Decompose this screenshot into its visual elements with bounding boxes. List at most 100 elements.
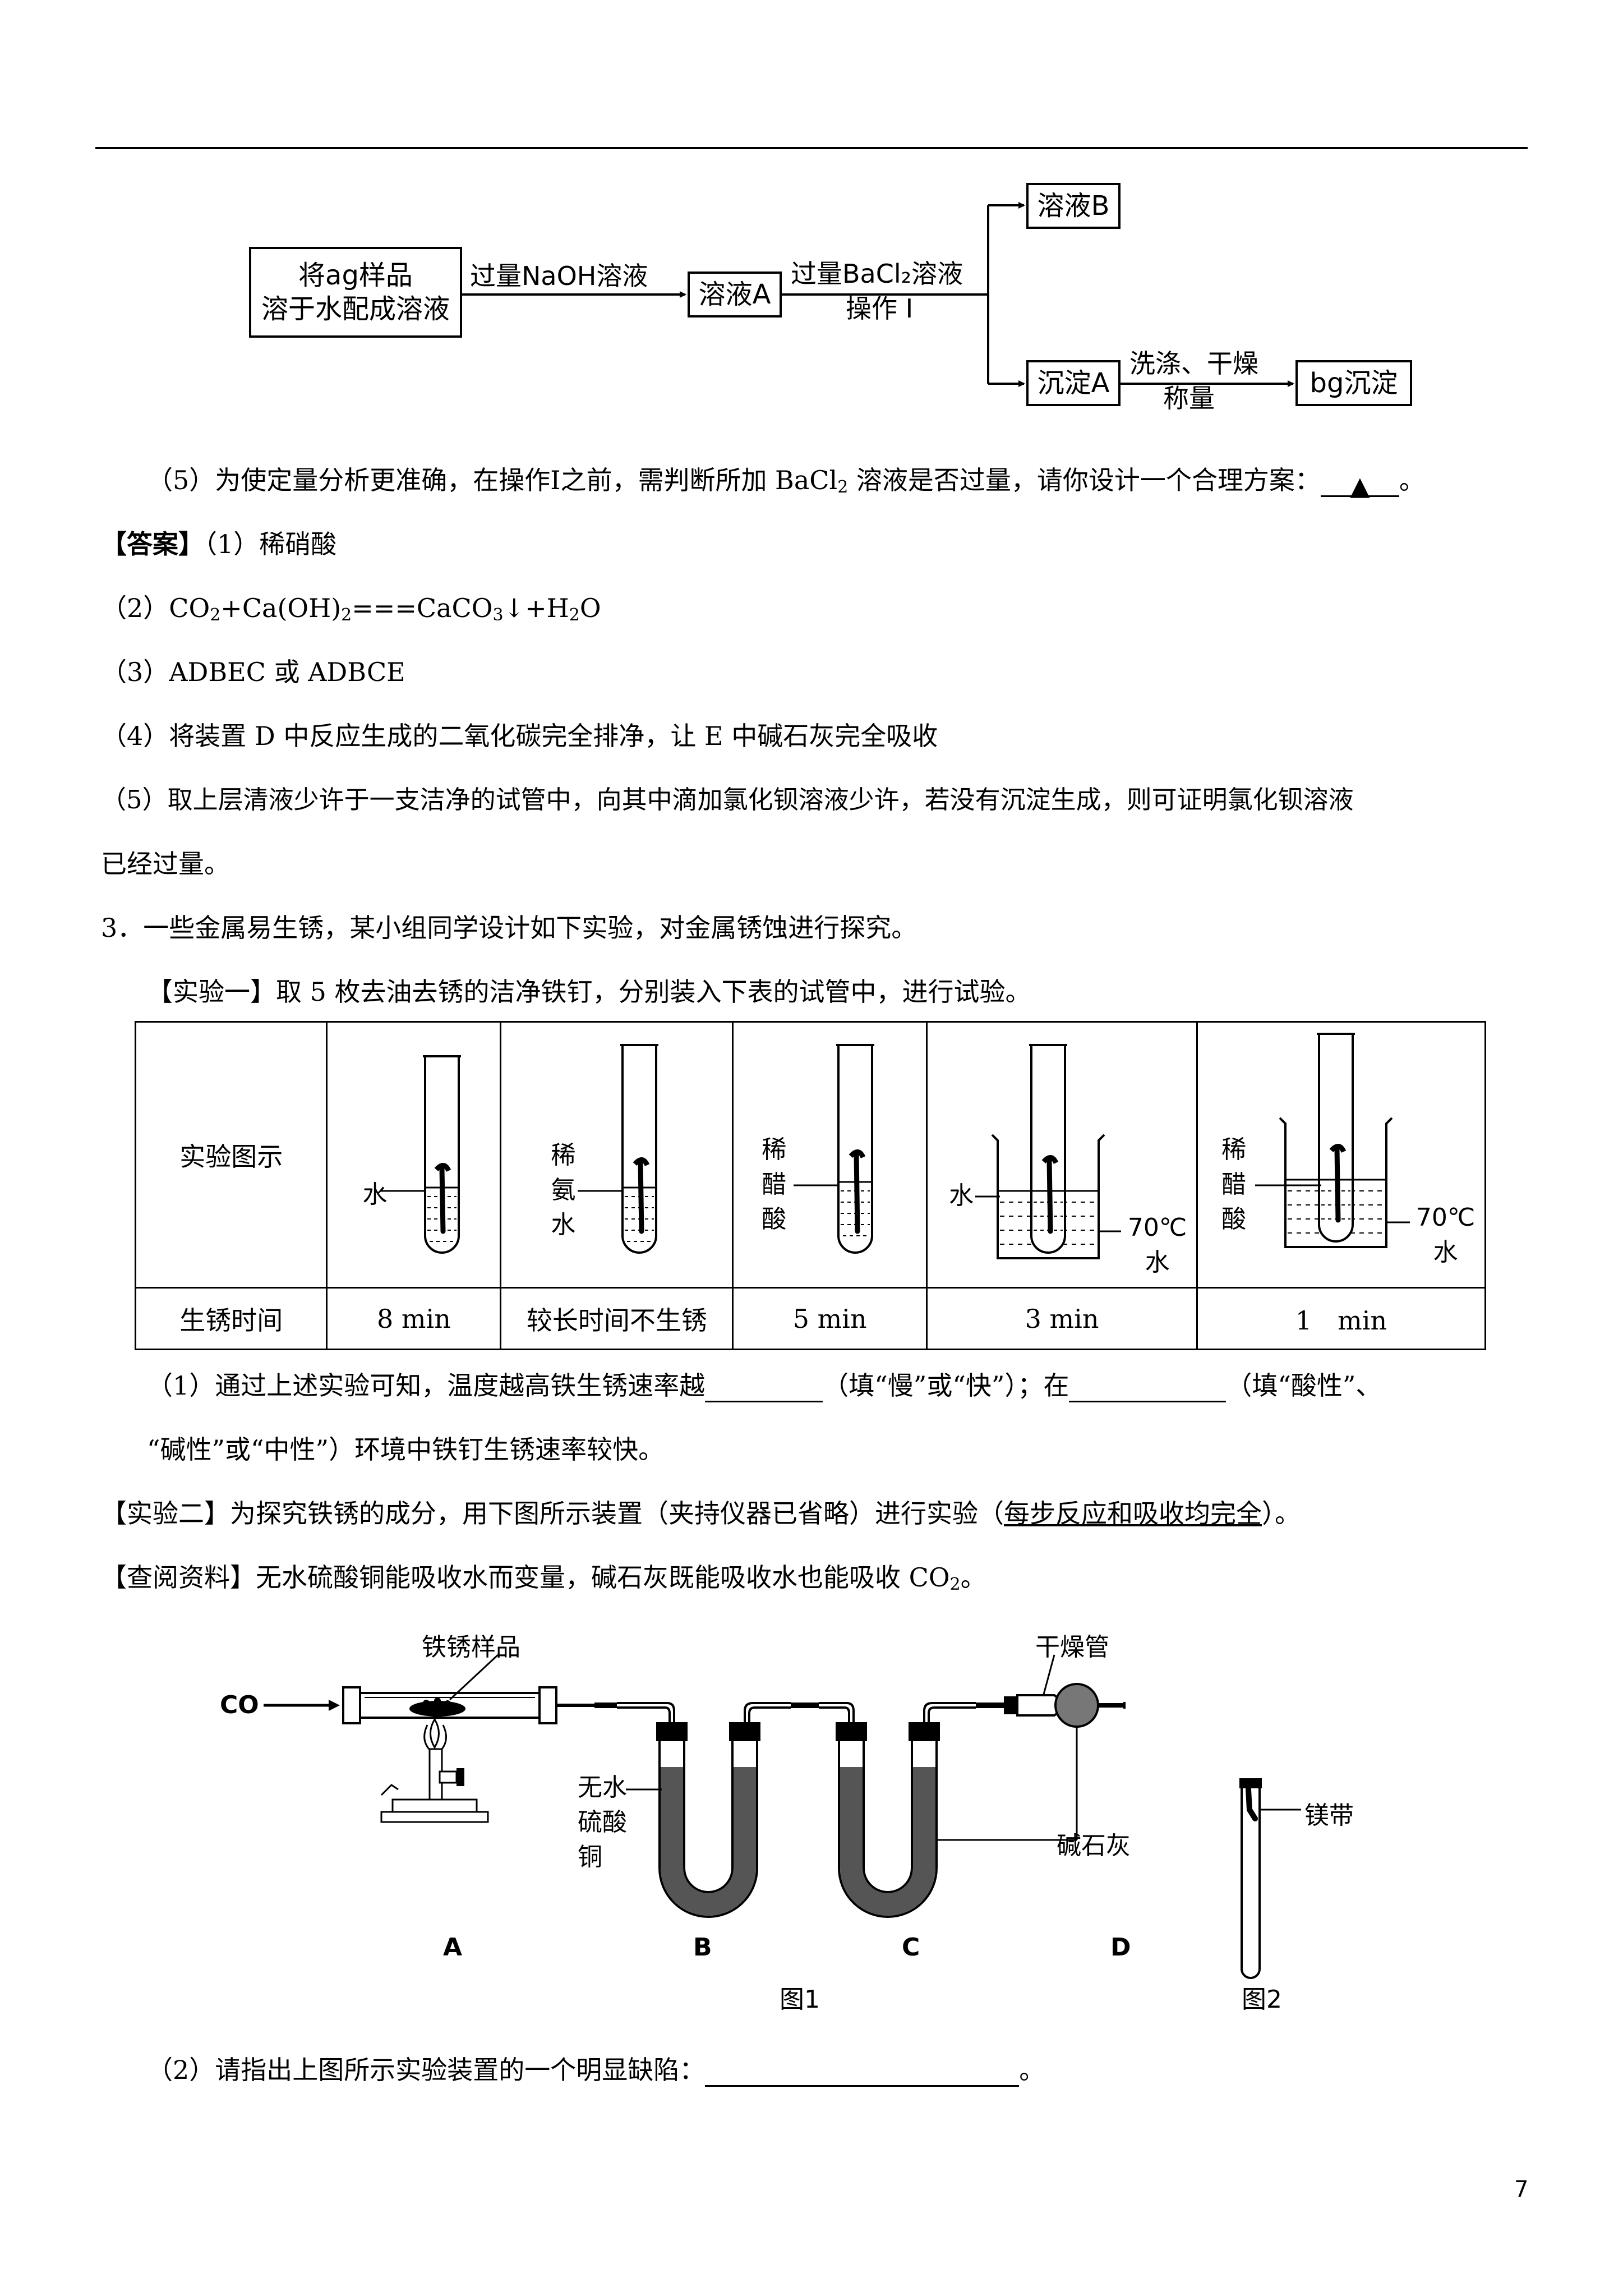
label-c: C	[902, 1933, 920, 1962]
tube-cell-1: 水	[326, 1021, 502, 1289]
tube-acetic-diagram	[793, 1044, 874, 1254]
answer-2: （2）CO2+Ca(OH)2===CaCO3↓+H2O	[101, 591, 601, 625]
q5-marker: ▲	[1350, 471, 1370, 501]
a2-s2: 2	[341, 605, 352, 625]
figure-2-label: 图2	[1242, 1985, 1282, 2014]
label-b: B	[693, 1933, 712, 1962]
dry-tube-label: 干燥管	[1035, 1633, 1109, 1662]
arrow2-label-1: 过量BaCl₂溶液	[791, 259, 963, 289]
acetic-label-1: 稀	[762, 1135, 787, 1164]
solution-a-box: 溶液A	[688, 272, 782, 318]
time-cell-4: 3 min	[926, 1287, 1198, 1350]
water70-label-2: 70℃水	[1415, 1203, 1476, 1267]
sample-box: 将ag样品 溶于水配成溶液	[249, 247, 462, 338]
arrow2-label-2: 操作 I	[846, 293, 914, 324]
q5-suffix: 溶液是否过量，请你设计一个合理方案：	[848, 465, 1321, 495]
row2-header-text: 生锈时间	[179, 1305, 283, 1336]
time-cell-3: 5 min	[732, 1287, 928, 1350]
ref-b: 。	[960, 1562, 986, 1593]
acetic-label-5: 醋	[1221, 1170, 1247, 1199]
question-5: （5）为使定量分析更准确，在操作Ⅰ之前，需判断所加 BaCl2 溶液是否过量，请…	[147, 463, 1425, 501]
ammonia-label-3: 水	[551, 1211, 576, 1239]
sub-question-1-line2: “碱性”或“中性”）环境中铁钉生锈速率较快。	[147, 1434, 665, 1465]
sub1-b: （填“慢”或“快”）；在	[823, 1370, 1069, 1401]
solution-a-label: 溶液A	[698, 279, 771, 310]
rust-sample-label: 铁锈样品	[422, 1633, 520, 1662]
apparatus-figure	[264, 1654, 1301, 1979]
time-cell-2: 较长时间不生锈	[500, 1287, 734, 1350]
flow-arrows	[462, 202, 1294, 387]
precipitate-a-box: 沉淀A	[1026, 360, 1121, 406]
a2-p4: ↓+H	[503, 593, 569, 623]
experiment-1-text: 【实验一】取 5 枚去油去锈的洁净铁钉，分别装入下表的试管中，进行试验。	[147, 977, 1031, 1007]
mg-ribbon-label: 镁带	[1304, 1801, 1354, 1830]
table-header-diagram: 实验图示	[134, 1021, 328, 1289]
water-label-2: 水	[949, 1181, 974, 1210]
beaker-acetic-diagram	[1255, 1033, 1410, 1248]
exp2-underlined: 每步反应和吸收均完全	[1004, 1498, 1262, 1529]
row1-header-text: 实验图示	[179, 1141, 283, 1172]
question-3-intro: 3．一些金属易生锈，某小组同学设计如下实验，对金属锈蚀进行探究。	[101, 913, 917, 943]
sub1-a: （1）通过上述实验可知，温度越高铁生锈速率越	[147, 1370, 706, 1401]
a2-s4: 2	[569, 605, 580, 625]
sub2-b: 。	[1019, 2055, 1045, 2085]
acetic-label-4: 稀	[1221, 1135, 1247, 1164]
header-rule	[95, 147, 1528, 149]
answer-5-line2: 已经过量。	[101, 849, 230, 879]
label-d: D	[1110, 1933, 1131, 1962]
arrow3-label-1: 洗涤、干燥	[1129, 348, 1258, 379]
answer-1-text: （1）稀硝酸	[204, 529, 337, 559]
exp2-b: ）。	[1262, 1498, 1301, 1529]
experiment-2-text: 【实验二】为探究铁锈的成分，用下图所示装置（夹持仪器已省略）进行实验（每步反应和…	[101, 1497, 1301, 1530]
arrow3-label-2: 称量	[1163, 383, 1215, 413]
co-label: CO	[220, 1691, 259, 1719]
precipitate-a-label: 沉淀A	[1037, 367, 1110, 399]
soda-lime-label: 碱石灰	[1057, 1832, 1131, 1860]
tube-cell-2: 稀 氨 水	[500, 1021, 734, 1289]
sub1-blank-1	[705, 1374, 823, 1402]
solution-b-label: 溶液B	[1037, 190, 1110, 222]
sub2-a: （2）请指出上图所示实验装置的一个明显缺陷：	[147, 2055, 706, 2085]
answer-5-line1: （5）取上层清液少许于一支洁净的试管中，向其中滴加氯化钡溶液少许，若没有沉淀生成…	[101, 785, 1354, 815]
tube-water-diagram	[380, 1055, 461, 1254]
reference-text: 【查阅资料】无水硫酸铜能吸收水而变量，碱石灰既能吸收水也能吸收 CO2。	[101, 1561, 986, 1594]
a2-p1: （2）CO	[101, 593, 210, 623]
cuso4-label-1: 无水	[578, 1773, 627, 1802]
a2-s1: 2	[210, 605, 221, 625]
exp2-a: 【实验二】为探究铁锈的成分，用下图所示装置（夹持仪器已省略）进行实验（	[101, 1498, 1004, 1529]
bg-precipitate-box: bg沉淀	[1295, 360, 1412, 406]
answer-tag: 【答案】	[101, 529, 204, 559]
cuso4-label-2: 硫酸	[578, 1808, 627, 1837]
q5-answer-blank: ▲	[1320, 469, 1399, 501]
ammonia-label-2: 氨	[551, 1176, 576, 1204]
arrow1-label: 过量NaOH溶液	[470, 261, 648, 291]
beaker-cell-5: 稀 醋 酸 70℃水	[1196, 1021, 1486, 1289]
ref-a: 【查阅资料】无水硫酸铜能吸收水而变量，碱石灰既能吸收水也能吸收 CO	[101, 1562, 950, 1593]
time-cell-5: 1 min	[1196, 1287, 1486, 1350]
a2-p5: O	[579, 593, 601, 623]
answer-1: 【答案】（1）稀硝酸	[101, 527, 336, 561]
table-header-time: 生锈时间	[134, 1287, 328, 1350]
sub2-blank	[705, 2059, 1020, 2087]
ammonia-label-1: 稀	[551, 1141, 576, 1170]
sub-question-2: （2）请指出上图所示实验装置的一个明显缺陷： 。	[147, 2053, 1045, 2087]
beaker-water-diagram	[975, 1044, 1121, 1259]
q5-prefix: （5）为使定量分析更准确，在操作Ⅰ之前，需判断所加 BaCl	[147, 465, 838, 495]
tube-ammonia-diagram	[577, 1044, 658, 1254]
sample-box-line1: 将ag样品	[298, 260, 413, 291]
q5-sub: 2	[837, 477, 849, 497]
water70-label-1: 70℃水	[1127, 1213, 1187, 1277]
page-number: 7	[1514, 2177, 1529, 2202]
sub1-blank-2	[1069, 1374, 1227, 1402]
a2-p3: ===CaCO	[352, 593, 493, 623]
bg-precipitate-label: bg沉淀	[1310, 367, 1398, 399]
a2-s3: 3	[492, 605, 504, 625]
sample-box-line2: 溶于水配成溶液	[261, 293, 450, 325]
time-cell-1: 8 min	[326, 1287, 502, 1350]
solution-b-box: 溶液B	[1026, 183, 1121, 229]
acetic-label-2: 醋	[762, 1170, 787, 1199]
tube-cell-3: 稀 醋 酸	[732, 1021, 928, 1289]
ref-sub: 2	[949, 1575, 961, 1594]
beaker-cell-4: 水 70℃水	[926, 1021, 1198, 1289]
answer-4: （4）将装置 D 中反应生成的二氧化碳完全排净，让 E 中碱石灰完全吸收	[101, 721, 938, 751]
